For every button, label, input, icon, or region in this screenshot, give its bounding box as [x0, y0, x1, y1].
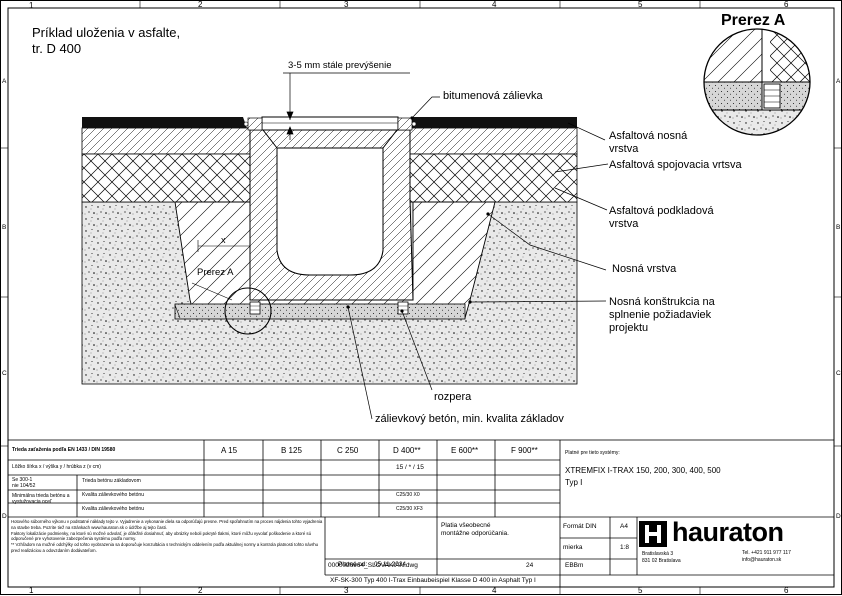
frame-col-5: 5: [638, 0, 643, 9]
tb-file-name: 0000026964_SLOVAKIAN.dwg: [328, 562, 418, 569]
tb-row-concrete: Kvalita zálievkového betónu: [82, 492, 144, 498]
label-overhang: 3-5 mm stále prevýšenie: [288, 60, 392, 71]
tb-systems-value: XTREMFIX I-TRAX 150, 200, 300, 400, 500: [565, 466, 721, 475]
grating: [261, 116, 399, 131]
tb-bedding-label: Lôžko šírka x / výška y / hrúbka z (v cm…: [12, 464, 101, 470]
frame-row-b-right: B: [836, 224, 841, 231]
tb-load-class-label: Trieda zaťaženia podľa EN 1433 / DIN 195…: [12, 447, 116, 453]
frame-col-2-bottom: 2: [198, 586, 203, 595]
frame-row-a-right: A: [836, 78, 841, 85]
frame-col-1-bottom: 1: [29, 586, 34, 595]
tb-class-b125: B 125: [281, 446, 302, 455]
tb-row-concrete-val: C25/30 X0: [396, 492, 420, 498]
drawing-title-line2: tr. D 400: [32, 41, 82, 56]
label-bearing-layer: Nosná vrstva: [612, 263, 677, 275]
asphalt-surface-left: [82, 117, 247, 128]
label-asphalt-base: Asfaltová podkladová vrstva: [609, 205, 714, 231]
label-concrete: zálievkový betón, min. kvalita základov: [375, 413, 564, 425]
frame-left: [247, 117, 263, 131]
frame-col-1: 1: [29, 1, 34, 10]
frame-right: [397, 117, 413, 131]
frame-col-3-bottom: 3: [344, 586, 349, 595]
tb-author: EBBm: [565, 562, 584, 569]
leader-lines: [347, 96, 609, 420]
label-bitumen: bitumenová zálievka: [443, 90, 543, 102]
tb-row-found: Trieda betónu základovom: [82, 478, 141, 484]
spacer-left: [249, 301, 261, 315]
frame-col-4: 4: [492, 0, 497, 9]
tb-format-label: Formát DIN: [563, 523, 597, 530]
tb-scale-label: mierka: [563, 544, 583, 551]
concrete-base-slab: [174, 303, 466, 320]
tb-row-frost: Kvalita zálievkového betónu: [82, 506, 144, 512]
tb-row-b: Minimálna trieda betónu a vystužovacia o…: [12, 493, 70, 505]
tb-systems-type: Typ I: [565, 478, 583, 487]
frame-col-3: 3: [344, 0, 349, 9]
frame-row-c-right: C: [836, 370, 841, 377]
label-asphalt-binding: Asfaltová spojovacia vrtsva: [609, 159, 742, 171]
frame-row-d-right: D: [836, 513, 841, 520]
tb-scale-value: 1:8: [620, 544, 630, 551]
asphalt-surface-right: [408, 117, 577, 128]
frame-col-4-bottom: 4: [492, 586, 497, 595]
tb-class-e600: E 600**: [451, 446, 479, 455]
tb-class-f900: F 900**: [511, 446, 538, 455]
tb-phone: Tel. +421 911 977 117: [742, 550, 791, 556]
tb-row-frost-val: C25/30 XF3: [396, 506, 423, 512]
channel-cavity: [276, 147, 384, 276]
tb-page-no: 24: [526, 562, 534, 569]
frame-row-c: C: [2, 370, 7, 377]
title-block-grid: [7, 439, 835, 588]
label-dim-x: x: [221, 235, 226, 245]
label-section-a-small: Prerez A: [197, 267, 234, 278]
hauraton-logo-icon: [639, 521, 667, 547]
frame-col-5-bottom: 5: [638, 586, 643, 595]
tb-class-a15: A 15: [221, 446, 238, 455]
overhang-dimension: [283, 72, 410, 140]
section-title: Prerez A: [721, 12, 786, 29]
frame-row-a: A: [2, 78, 7, 85]
tb-row-a: Se 300-1 nie 104/52: [12, 477, 36, 489]
label-spacer: rozpera: [434, 391, 472, 403]
tb-plan-note: Platia všeobecné montážne odporúčania.: [441, 522, 509, 538]
tb-valid-label: Platné od:: [338, 561, 368, 568]
dimension-x: [174, 240, 251, 319]
frame-row-b: B: [2, 224, 7, 231]
label-asphalt-bearing: Asfaltová nosná vrstva: [609, 130, 688, 156]
tb-address: Bratislavská 3 831 02 Bratislava: [642, 551, 681, 564]
drawing-title-line1: Príklad uloženia v asfalte,: [32, 25, 181, 40]
tb-systems-label: Platné pre tieto systémy:: [565, 450, 620, 456]
tb-format-value: A4: [620, 523, 628, 530]
tb-class-c250: C 250: [337, 446, 359, 455]
label-bearing-structure: Nosná konštrukcia na splnenie požiadavie…: [609, 296, 715, 335]
frame-col-6-bottom: 6: [784, 586, 789, 595]
section-a-detail: [704, 29, 810, 135]
frame-row-d: D: [2, 513, 7, 520]
tb-bedding-value: 15 / * / 15: [396, 464, 424, 471]
tb-caption: XF-SK-300 Typ 400 I-Trax Einbaubeispiel …: [330, 577, 536, 584]
tb-notes: Hotového súborného výkonu v podstatné ná…: [11, 519, 323, 553]
tb-email: info@hauraton.sk: [742, 557, 782, 563]
frame-col-2: 2: [198, 0, 203, 9]
brand-wordmark: hauraton: [672, 517, 784, 547]
frame-col-6: 6: [784, 0, 789, 9]
tb-valid-date: 05.11.2024: [374, 561, 407, 568]
section-a-marker: [224, 287, 272, 335]
tb-class-d400: D 400**: [393, 446, 421, 455]
